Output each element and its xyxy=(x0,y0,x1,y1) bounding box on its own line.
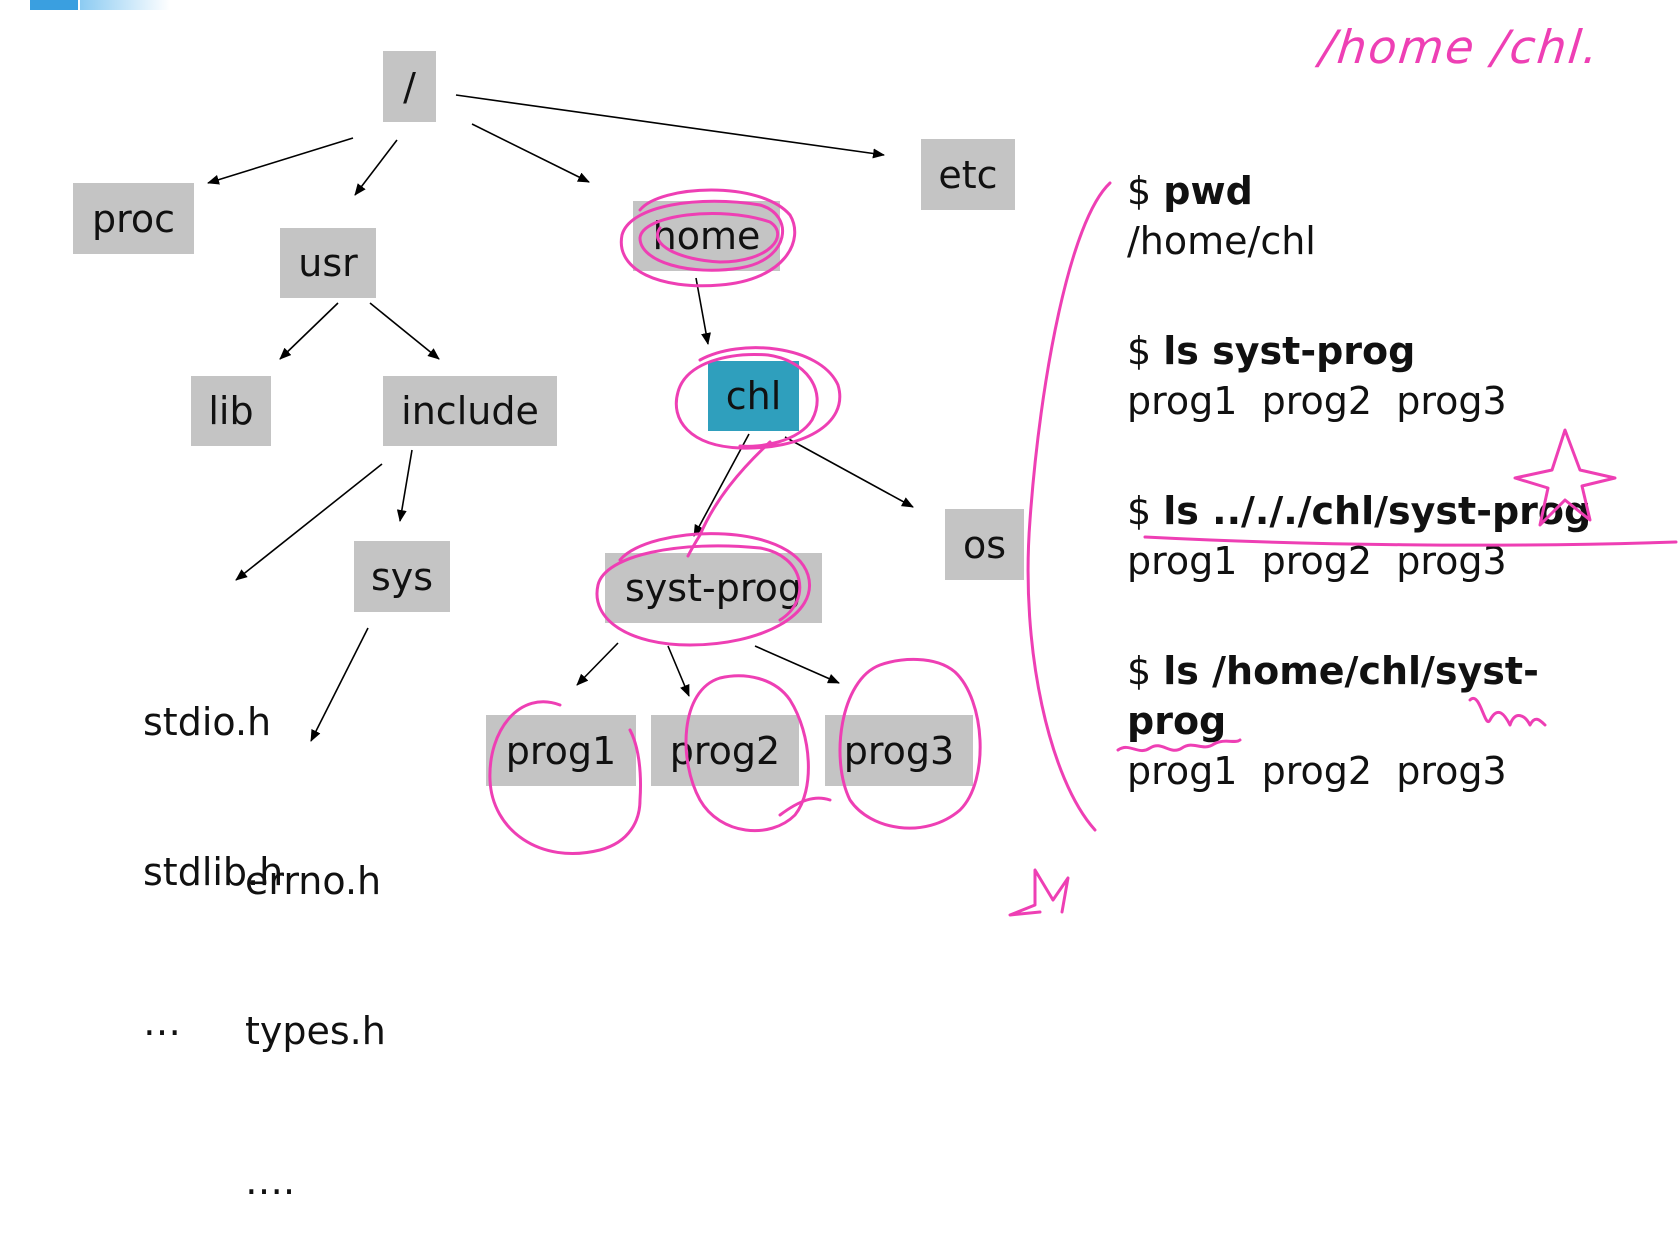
node-include: include xyxy=(383,376,557,446)
handwritten-path-note: /home /chl. xyxy=(1317,20,1603,74)
node-home: home xyxy=(633,201,780,271)
node-etc: etc xyxy=(921,139,1015,210)
arrow-include-stdio xyxy=(235,463,383,581)
file-stdlib: stdlib.h xyxy=(143,850,284,894)
arrow-root-etc xyxy=(455,94,885,159)
command-block-ls-dots: $ ls ../././chl/syst-prog prog1 prog2 pr… xyxy=(1127,486,1591,586)
node-sys: sys xyxy=(354,541,450,612)
arrow-usr-lib xyxy=(279,302,339,360)
command-text: pwd xyxy=(1163,169,1253,213)
node-root: / xyxy=(383,51,436,122)
arrow-root-usr xyxy=(354,139,398,196)
prompt: $ xyxy=(1127,329,1152,373)
arrow-systprog-prog2 xyxy=(667,645,690,697)
sys-file-list: errno.h types.h …. xyxy=(245,756,386,1256)
command-text: ls syst-prog xyxy=(1163,329,1416,373)
command-text: ls ../././chl/syst-prog xyxy=(1163,489,1592,533)
arrow-systprog-prog3 xyxy=(754,645,840,684)
arrow-home-chl xyxy=(695,277,711,345)
slide-accent-gradient xyxy=(80,0,170,10)
command-output: prog1 prog2 prog3 xyxy=(1127,749,1507,793)
arrow-include-sys xyxy=(396,449,413,522)
prompt: $ xyxy=(1127,169,1152,213)
prompt: $ xyxy=(1127,489,1152,533)
arrow-chl-systprog xyxy=(693,433,750,537)
arrow-usr-include xyxy=(369,302,440,360)
command-output: prog1 prog2 prog3 xyxy=(1127,379,1507,423)
command-block-pwd: $ pwd /home/chl xyxy=(1127,166,1316,266)
node-prog3: prog3 xyxy=(825,715,973,786)
node-os: os xyxy=(945,509,1024,580)
command-block-ls-relative: $ ls syst-prog prog1 prog2 prog3 xyxy=(1127,326,1507,426)
file-errno: errno.h xyxy=(245,859,382,903)
node-proc: proc xyxy=(73,183,194,254)
command-text: ls /home/chl/syst- xyxy=(1163,649,1539,693)
node-syst-prog: syst-prog xyxy=(605,553,822,623)
file-types: types.h xyxy=(245,1009,386,1053)
command-block-ls-absolute: $ ls /home/chl/syst- prog prog1 prog2 pr… xyxy=(1127,646,1539,796)
arrow-systprog-prog1 xyxy=(576,642,619,686)
command-output: prog1 prog2 prog3 xyxy=(1127,539,1507,583)
arrow-chl-os xyxy=(784,436,914,508)
node-usr: usr xyxy=(280,228,376,298)
node-prog1: prog1 xyxy=(486,715,636,786)
file-ellipsis: …. xyxy=(245,1159,296,1203)
node-prog2: prog2 xyxy=(651,715,799,786)
node-lib: lib xyxy=(191,376,271,446)
prompt: $ xyxy=(1127,649,1152,693)
arrow-sys-errno xyxy=(310,627,369,742)
arrow-root-home xyxy=(471,123,590,183)
command-output: /home/chl xyxy=(1127,219,1316,263)
command-text-continued: prog xyxy=(1127,699,1227,743)
file-stdio: stdio.h xyxy=(143,700,272,744)
arrow-root-proc xyxy=(207,137,354,185)
node-chl-current: chl xyxy=(708,361,799,431)
slide-accent-bar xyxy=(30,0,78,10)
